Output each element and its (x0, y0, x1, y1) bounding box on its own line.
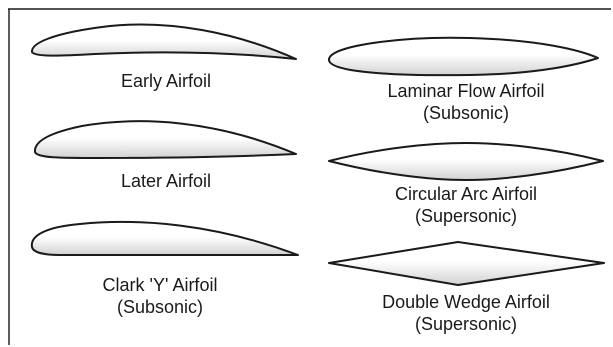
circular-arc-airfoil-label-line1: Circular Arc Airfoil (394, 184, 538, 204)
early-airfoil-label-line1: Early Airfoil (120, 71, 212, 91)
double-wedge-airfoil-label-line1: Double Wedge Airfoil (382, 292, 550, 312)
circular-arc-airfoil-label: Circular Arc Airfoil (Supersonic) (346, 183, 586, 227)
double-wedge-airfoil-label: Double Wedge Airfoil (Supersonic) (346, 291, 586, 335)
circular-arc-airfoil-label-line2: (Supersonic) (414, 206, 518, 226)
laminar-flow-airfoil-label: Laminar Flow Airfoil (Subsonic) (346, 80, 586, 124)
clark-y-airfoil-label-line2: (Subsonic) (116, 297, 204, 317)
later-airfoil-label: Later Airfoil (46, 170, 286, 192)
laminar-flow-airfoil-label-line1: Laminar Flow Airfoil (387, 81, 545, 101)
clark-y-airfoil-shape (30, 220, 299, 256)
early-airfoil-shape (31, 23, 297, 60)
laminar-flow-airfoil-label-line2: (Subsonic) (422, 103, 510, 123)
clark-y-airfoil-label-line1: Clark 'Y' Airfoil (102, 275, 218, 295)
double-wedge-airfoil-label-line2: (Supersonic) (414, 314, 518, 334)
laminar-flow-airfoil-shape (327, 36, 599, 77)
double-wedge-airfoil-shape (328, 241, 605, 286)
later-airfoil-shape (34, 120, 297, 159)
clark-y-airfoil-label: Clark 'Y' Airfoil (Subsonic) (40, 274, 280, 318)
circular-arc-airfoil-shape (328, 142, 604, 181)
later-airfoil-label-line1: Later Airfoil (120, 171, 212, 191)
early-airfoil-label: Early Airfoil (46, 70, 286, 92)
